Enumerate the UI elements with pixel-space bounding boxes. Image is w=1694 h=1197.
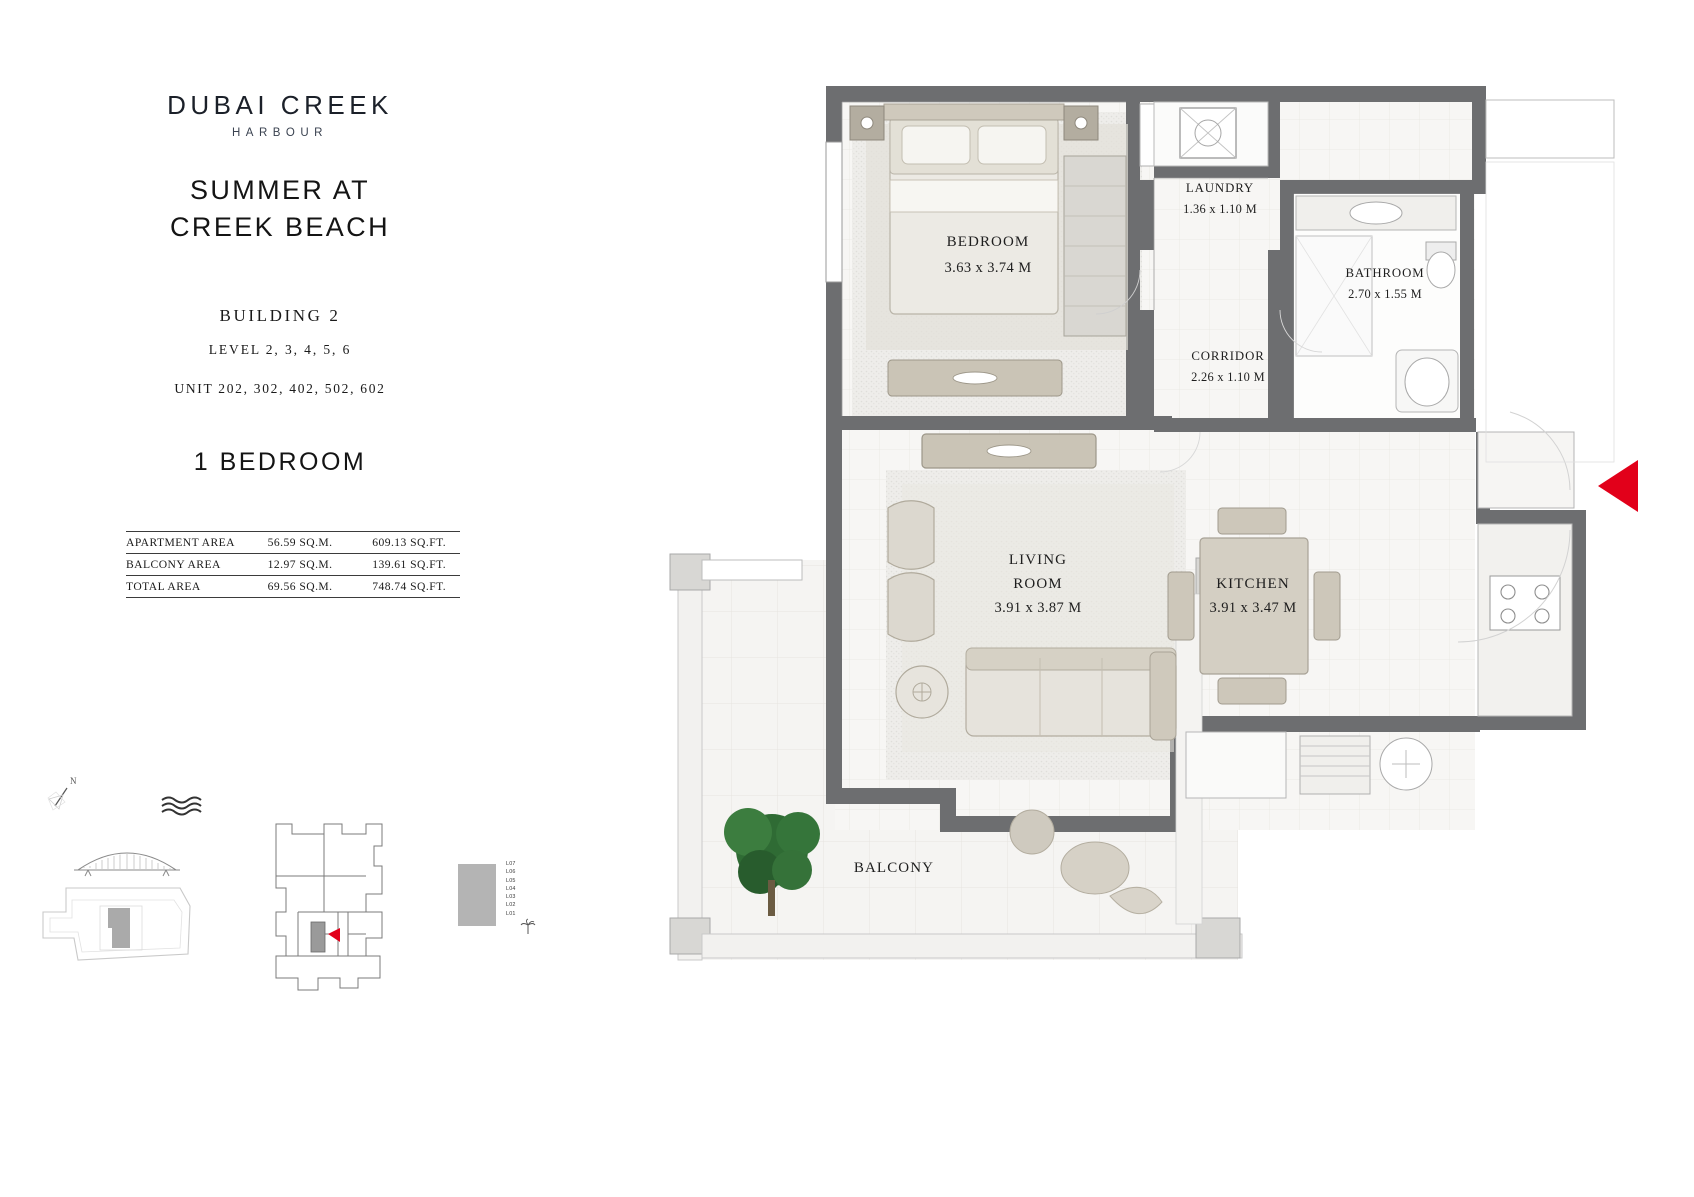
room-label-living-dim: 3.91 x 3.87 M [995,600,1082,616]
area-row-label: APARTMENT AREA [126,531,262,554]
info-panel: DUBAI CREEK HARBOUR SUMMER AT CREEK BEAC… [0,0,560,1197]
bridge-icon [72,836,182,878]
svg-text:N: N [70,776,77,786]
room-label-bedroom-dim: 3.63 x 3.74 M [945,260,1032,276]
table-row: APARTMENT AREA 56.59 SQ.M. 609.13 SQ.FT. [126,531,460,554]
key-plan-floor-outline [262,816,392,1006]
project-title-line1: SUMMER AT [189,175,371,205]
level-legend-item: L04 [506,885,516,892]
room-label-bedroom-name: BEDROOM [947,234,1030,250]
area-row-sqm: 12.97 SQ.M. [261,553,367,576]
unit-label: UNIT 202, 302, 402, 502, 602 [174,381,386,396]
area-row-sqft: 139.61 SQ.FT. [366,553,460,576]
balcony-plant-icon [724,808,820,916]
area-row-sqm: 69.56 SQ.M. [261,575,367,598]
page-title: SUMMER AT CREEK BEACH [0,172,560,246]
brand-block: DUBAI CREEK HARBOUR [0,90,560,139]
room-label-bathroom-dim: 2.70 x 1.55 M [1348,287,1422,301]
area-row-sqft: 609.13 SQ.FT. [366,531,460,554]
area-table: APARTMENT AREA 56.59 SQ.M. 609.13 SQ.FT.… [126,531,460,598]
area-row-label: BALCONY AREA [126,553,262,576]
level-legend-item: L02 [506,902,516,909]
area-row-sqm: 56.59 SQ.M. [261,531,367,554]
project-title-line2: CREEK BEACH [170,212,390,242]
level-legend-item: L03 [506,894,516,901]
level-legend-item: L05 [506,877,516,884]
table-row: BALCONY AREA 12.97 SQ.M. 139.61 SQ.FT. [126,553,460,576]
level-legend: L07 L06 L05 L04 L03 L02 L01 [458,861,568,954]
orientation-graphics: N [20,756,560,1046]
brand-name: DUBAI CREEK [167,90,393,120]
room-label-living-name-1: LIVING [1009,552,1067,568]
area-row-label: TOTAL AREA [126,575,262,598]
bedroom-type-label: 1 BEDROOM [193,448,367,476]
room-label-balcony-name: BALCONY [854,860,934,876]
room-label-kitchen-dim: 3.91 x 3.47 M [1210,600,1297,616]
level-legend-list: L07 L06 L05 L04 L03 L02 L01 [506,860,516,918]
table-row: TOTAL AREA 69.56 SQ.M. 748.74 SQ.FT. [126,575,460,598]
room-label-corridor-dim: 2.26 x 1.10 M [1191,370,1265,384]
entry-arrow-marker [1598,460,1638,512]
brand-subtitle: HARBOUR [231,127,328,139]
floor-plan-drawing: BEDROOM 3.63 x 3.74 M LAUNDRY 1.36 x 1.1… [640,60,1650,1010]
level-indicator-bar [458,864,496,926]
palm-tree-icon [520,918,536,936]
room-label-kitchen-name: KITCHEN [1216,576,1290,592]
compass-north-icon: N [45,772,93,824]
level-label: LEVEL 2, 3, 4, 5, 6 [208,342,352,357]
building-label: BUILDING 2 [219,306,341,325]
room-label-laundry-name: LAUNDRY [1186,181,1254,195]
unit-location-marker [328,928,340,942]
room-label-living-name-2: ROOM [1013,576,1062,592]
area-row-sqft: 748.74 SQ.FT. [366,575,460,598]
level-legend-item: L01 [506,910,516,917]
water-waves-icon [160,794,210,820]
room-label-laundry-dim: 1.36 x 1.10 M [1183,202,1257,216]
level-legend-item: L07 [506,861,516,867]
room-label-bathroom-name: BATHROOM [1345,266,1424,280]
site-plan-outline [38,876,238,996]
level-legend-item: L06 [506,869,516,876]
room-label-corridor-name: CORRIDOR [1191,349,1264,363]
